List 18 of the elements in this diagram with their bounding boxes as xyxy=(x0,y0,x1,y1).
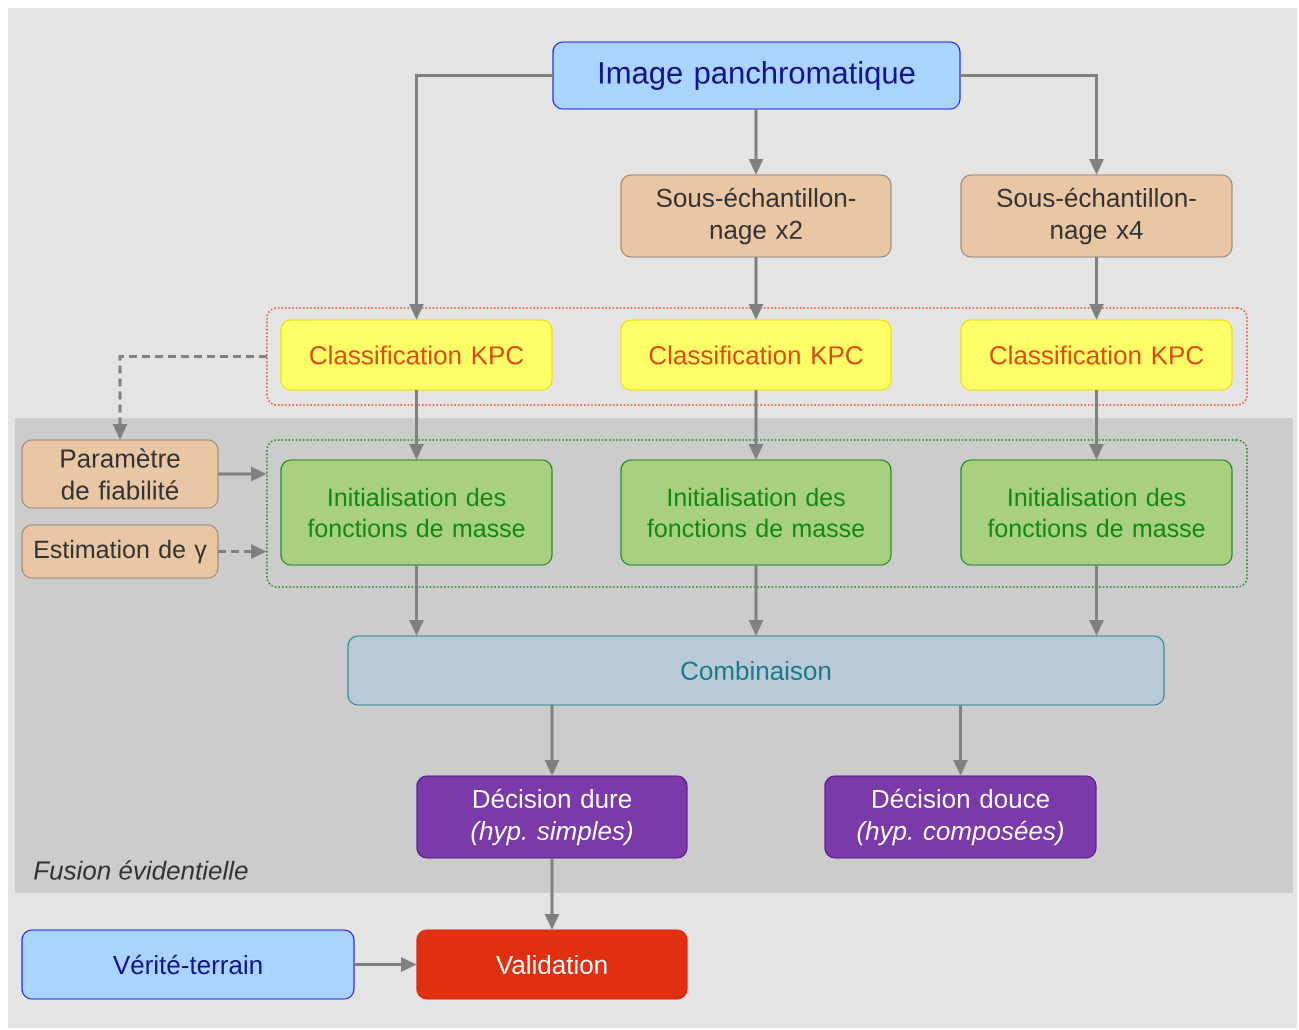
decision-box: Décision douce (hyp. composées) xyxy=(824,775,1097,859)
decision-box: Décision dure (hyp. simples) xyxy=(416,775,688,859)
process-box: Initialisation des fonctions de masse xyxy=(960,459,1233,566)
process-box: Initialisation des fonctions de masse xyxy=(280,459,553,566)
validation-box: Validation xyxy=(416,929,688,1000)
classification-box: Classification KPC xyxy=(960,319,1233,391)
process-box: Paramètre de fiabilité xyxy=(21,439,219,509)
process-box: Sous-échantillon- nage x4 xyxy=(960,174,1233,258)
process-box: Sous-échantillon- nage x2 xyxy=(620,174,892,258)
dotted-group xyxy=(266,439,1248,588)
dotted-group xyxy=(266,307,1248,406)
process-box: Initialisation des fonctions de masse xyxy=(620,459,892,566)
classification-box: Classification KPC xyxy=(620,319,892,391)
process-box: Estimation de γ xyxy=(21,524,219,579)
classification-box: Classification KPC xyxy=(280,319,553,391)
title-box: Vérité-terrain xyxy=(21,929,355,1000)
combination-bar: Combinaison xyxy=(347,635,1165,706)
title-box: Image panchromatique xyxy=(552,41,961,110)
